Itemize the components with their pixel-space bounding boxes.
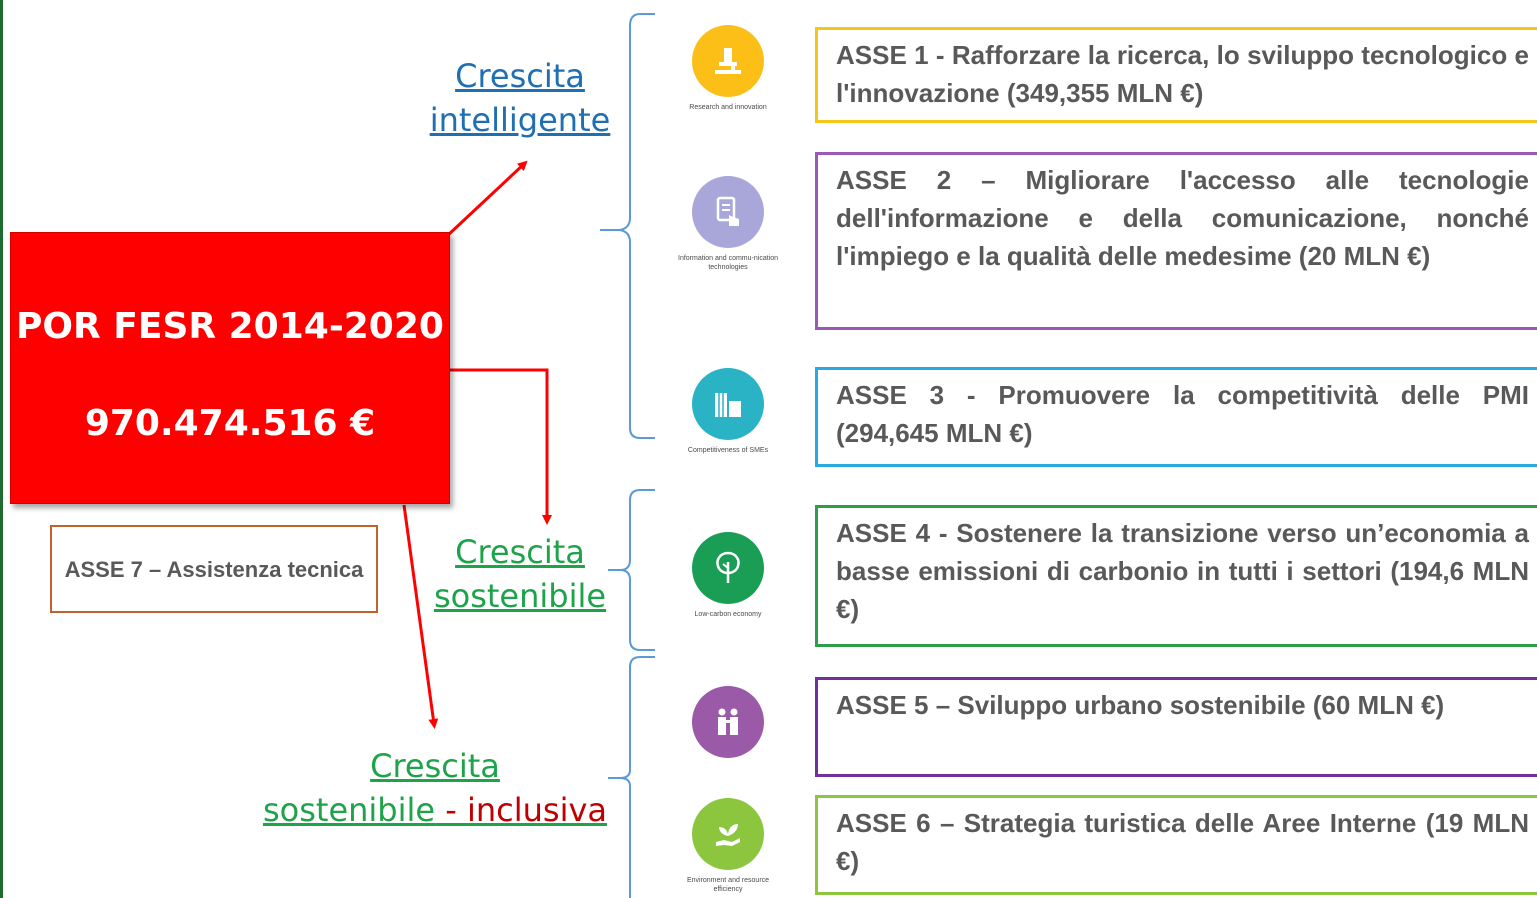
left-edge-bar	[0, 0, 3, 898]
growth-sostenibile-label: Crescita sostenibile	[420, 530, 620, 618]
growth-inclusiva-line1: Crescita	[370, 747, 500, 785]
asse2-box: ASSE 2 – Migliorare l'accesso alle tecno…	[815, 152, 1537, 330]
icon-sme: Competitiveness of SMEs	[678, 368, 778, 455]
growth-inclusiva-inclusiva: - inclusiva	[435, 791, 608, 829]
arrow-to-inclusiva	[402, 504, 439, 729]
brace-sostenibile	[608, 489, 655, 651]
growth-inclusiva-sostenibile: sostenibile	[262, 791, 436, 829]
asse5-box: ASSE 5 – Sviluppo urbano sostenibile (60…	[815, 677, 1537, 777]
asse1-box: ASSE 1 - Rafforzare la ricerca, lo svilu…	[815, 27, 1537, 123]
icon-environment: Environment and resource efficiency	[678, 798, 778, 894]
icon-ict: Information and commu-nication technolog…	[678, 176, 778, 272]
asse6-box: ASSE 6 – Strategia turistica delle Aree …	[815, 795, 1537, 895]
por-fesr-box: POR FESR 2014-2020 970.474.516 €	[10, 232, 450, 504]
arrow-to-sostenibile	[450, 368, 552, 525]
asse7-box: ASSE 7 – Assistenza tecnica	[50, 525, 378, 613]
asse4-box: ASSE 4 - Sostenere la transizione verso …	[815, 505, 1537, 647]
growth-sostenibile-line1: Crescita	[455, 533, 585, 571]
icon-sme-caption: Competitiveness of SMEs	[687, 447, 769, 454]
growth-intelligente-label: Crescita intelligente	[420, 54, 620, 142]
growth-intelligente-line2: intelligente	[429, 101, 611, 139]
asse3-box: ASSE 3 - Promuovere la competitività del…	[815, 367, 1537, 467]
environment-efficiency-icon	[692, 798, 764, 870]
urban-development-icon	[692, 686, 764, 758]
icon-low-carbon-caption: Low-carbon economy	[694, 611, 762, 618]
icon-ict-caption: Information and commu-nication technolog…	[678, 255, 778, 271]
program-title: POR FESR 2014-2020	[16, 306, 444, 347]
growth-sostenibile-line2: sostenibile	[433, 577, 607, 615]
research-and-innovation-icon	[692, 25, 764, 97]
icon-research-caption: Research and innovation	[689, 104, 767, 111]
sme-competitiveness-icon	[692, 368, 764, 440]
icon-research: Research and innovation	[678, 25, 778, 112]
growth-inclusiva-line2: sostenibile - inclusiva	[250, 788, 620, 832]
low-carbon-economy-icon	[692, 532, 764, 604]
arrow-to-intelligente	[445, 160, 528, 238]
brace-inclusiva	[608, 656, 655, 898]
icon-low-carbon: Low-carbon economy	[678, 532, 778, 619]
icon-environment-caption: Environment and resource efficiency	[686, 877, 770, 893]
brace-intelligente	[600, 13, 655, 439]
growth-intelligente-line1: Crescita	[455, 57, 585, 95]
program-amount: 970.474.516 €	[84, 403, 376, 444]
icon-urban	[678, 686, 778, 764]
growth-inclusiva-label: Crescita sostenibile - inclusiva	[250, 744, 620, 832]
ict-icon	[692, 176, 764, 248]
